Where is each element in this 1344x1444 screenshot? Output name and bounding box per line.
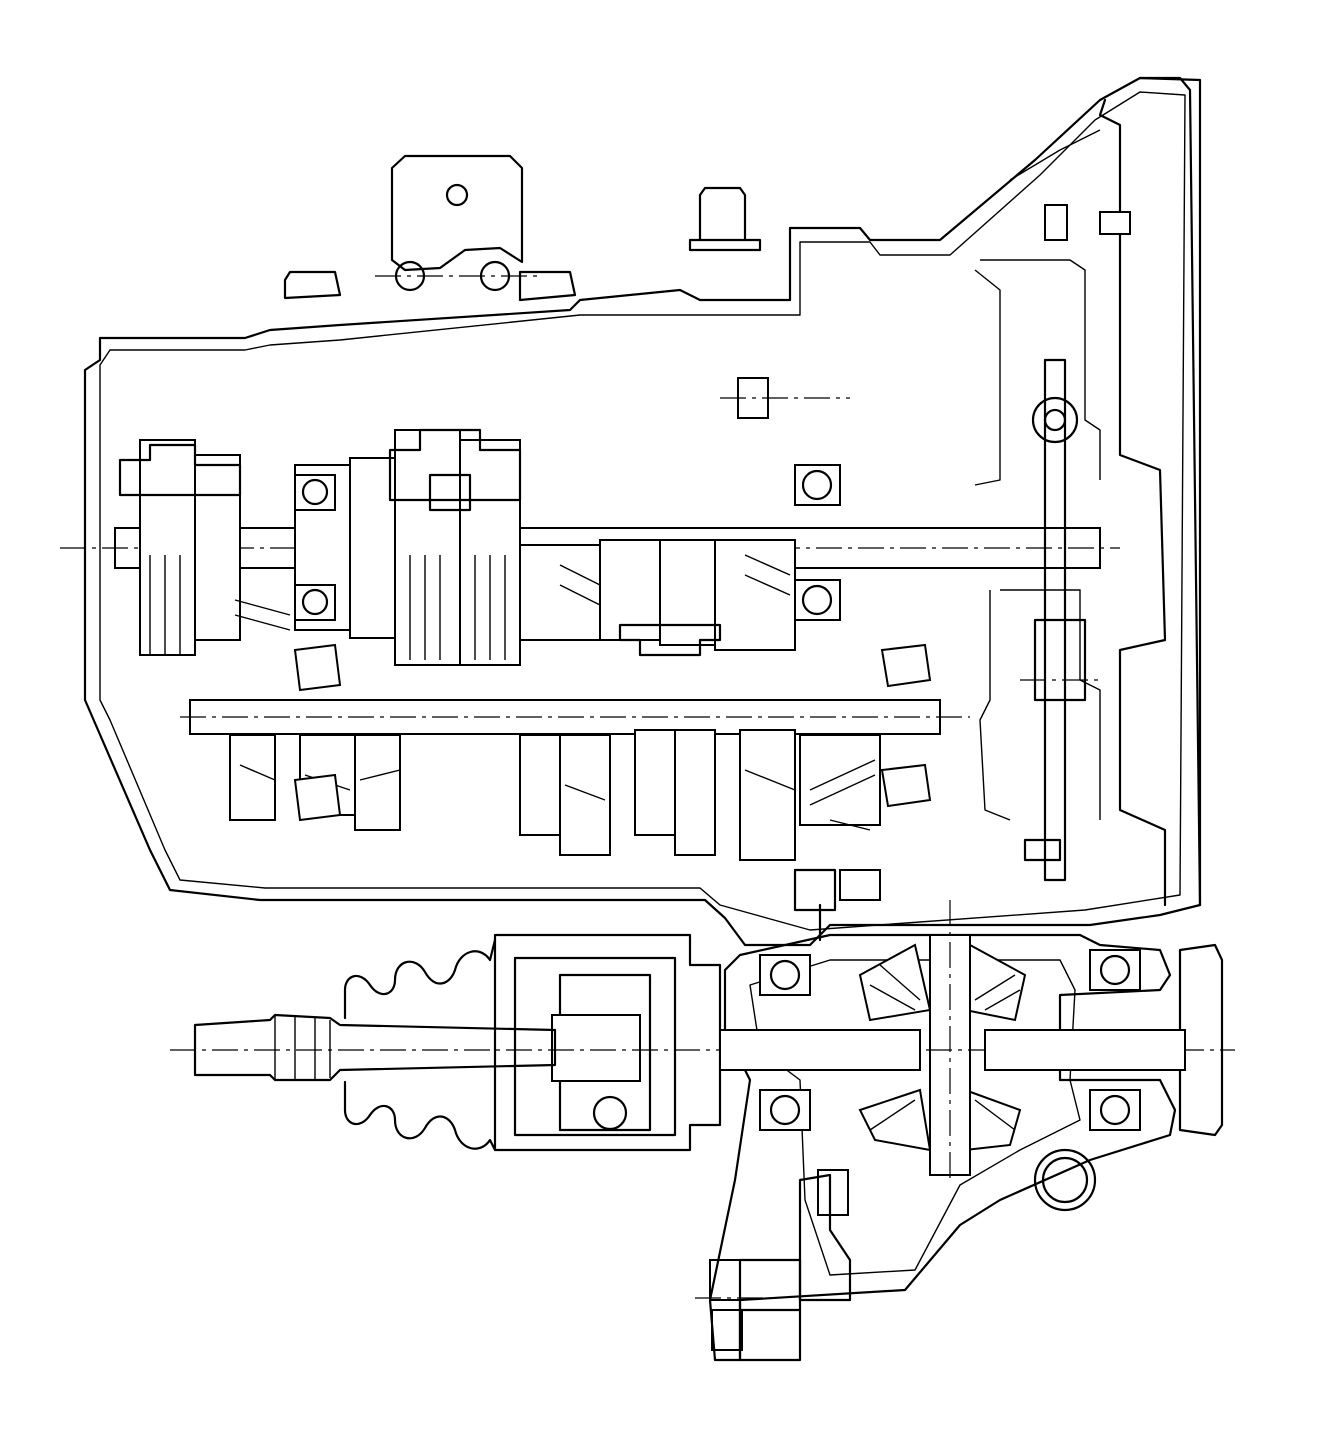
synchro-hub-center — [388, 428, 522, 512]
shift-lever-pin — [1043, 408, 1067, 432]
cv-joint-ball — [592, 1095, 628, 1131]
differential-gear-teeth — [869, 964, 1021, 1131]
drain-plug-inner — [1041, 1156, 1089, 1204]
lower-bolt-block — [738, 1258, 802, 1362]
axle-groove-lines — [274, 1015, 331, 1080]
reverse-idler — [793, 868, 837, 942]
cv-boot-top — [343, 938, 497, 1020]
synchro-hub-right — [618, 623, 722, 657]
synchro-hub-left — [118, 443, 242, 497]
output-flange — [1178, 943, 1224, 1137]
bracket-hole — [445, 183, 469, 207]
mainshaft-gear-teeth — [149, 554, 791, 660]
gear-case-inner-wall — [99, 91, 1186, 931]
cv-boot-bottom — [343, 1080, 497, 1152]
cv-joint-inner-race — [551, 1014, 641, 1082]
mounting-bracket — [390, 154, 524, 272]
clutch-housing-rib — [980, 129, 1101, 820]
breather-cap — [688, 186, 762, 252]
differential-gears — [858, 934, 1027, 1176]
countershaft-bearings — [293, 643, 932, 822]
bracket-feet — [283, 270, 577, 302]
release-fork — [974, 269, 1011, 821]
shift-lever-pivot — [1031, 396, 1079, 444]
gear-case-outline — [83, 76, 1202, 947]
mainshaft-bearings — [294, 464, 841, 621]
shift-rail — [1023, 358, 1087, 882]
differential-bearings — [759, 949, 1141, 1131]
clutch-housing — [1098, 76, 1202, 907]
drain-plug-ring — [1033, 1148, 1097, 1212]
differential-housing — [708, 933, 1177, 1362]
cv-joint-housing — [493, 933, 722, 1152]
drive-axle — [193, 1013, 557, 1082]
axle-half-shaft-right — [719, 1029, 921, 1071]
axle-half-shaft-far-right — [984, 1029, 1186, 1071]
